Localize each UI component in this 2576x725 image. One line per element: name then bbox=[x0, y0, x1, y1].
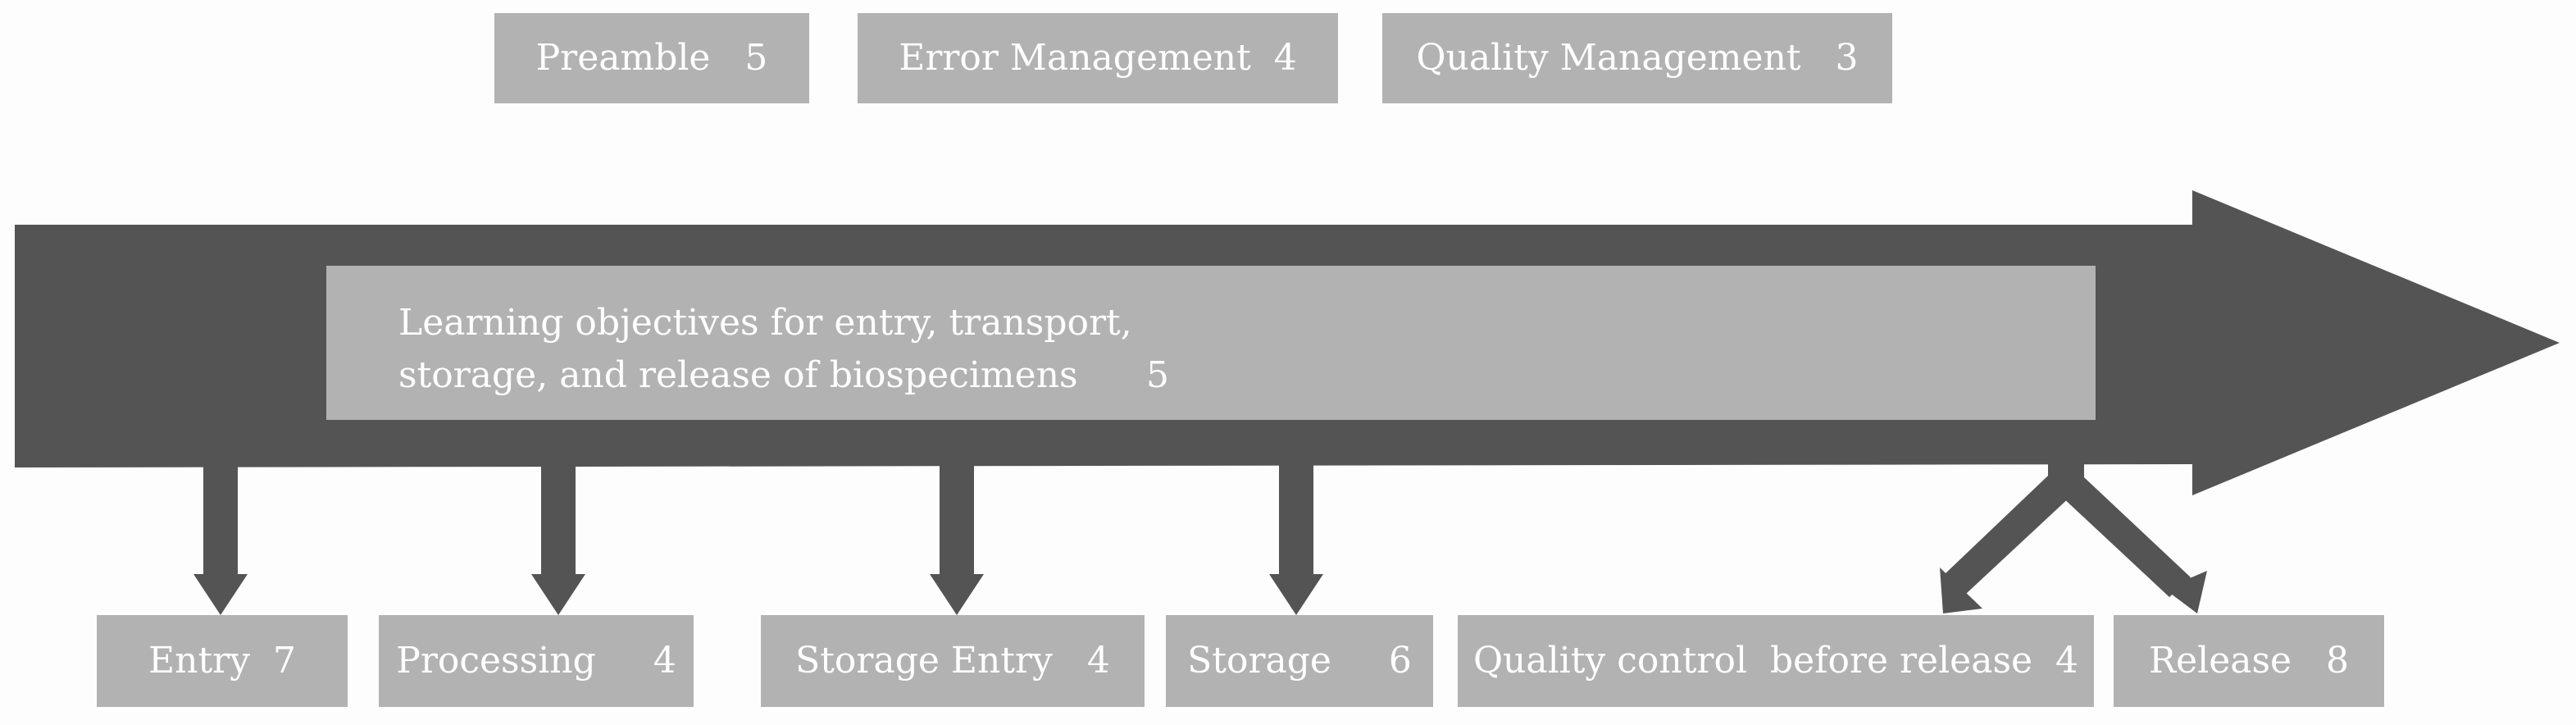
down-arrow-processing bbox=[531, 459, 585, 615]
learning-objectives-line1: Learning objectives for entry, transport… bbox=[398, 302, 1132, 344]
top-box-label: Preamble 5 bbox=[535, 37, 768, 79]
bottom-box-release: Release 8 bbox=[2114, 615, 2384, 707]
bottom-box-storage-entry: Storage Entry 4 bbox=[761, 615, 1145, 707]
down-arrow-storage bbox=[1269, 459, 1323, 615]
down-arrow-entry bbox=[193, 459, 248, 615]
bottom-box-entry: Entry 7 bbox=[97, 615, 348, 707]
learning-objectives-count: 5 bbox=[1146, 354, 1169, 396]
down-arrow-storage-entry bbox=[930, 459, 984, 615]
bottom-box-label: Storage Entry 4 bbox=[795, 640, 1110, 682]
bottom-box-label: Release 8 bbox=[2148, 640, 2350, 682]
top-box-label: Quality Management 3 bbox=[1416, 37, 1859, 79]
top-box-quality-management: Quality Management 3 bbox=[1382, 13, 1892, 103]
bottom-box-processing: Processing 4 bbox=[379, 615, 694, 707]
learning-objectives-box: Learning objectives for entry, transport… bbox=[326, 266, 2096, 420]
bottom-box-label: Storage 6 bbox=[1187, 640, 1412, 682]
top-box-label: Error Management 4 bbox=[899, 37, 1297, 79]
bottom-box-label: Entry 7 bbox=[148, 640, 296, 682]
bottom-box-quality-control: Quality control before release 4 bbox=[1458, 615, 2094, 707]
learning-objectives-line2: storage, and release of biospecimens bbox=[398, 354, 1078, 396]
split-arrow-quality-release bbox=[1940, 459, 2207, 613]
bottom-box-label: Quality control before release 4 bbox=[1472, 640, 2079, 682]
top-box-preamble: Preamble 5 bbox=[494, 13, 809, 103]
bottom-box-storage: Storage 6 bbox=[1166, 615, 1433, 707]
bottom-box-label: Processing 4 bbox=[396, 640, 676, 682]
top-box-error-management: Error Management 4 bbox=[858, 13, 1338, 103]
